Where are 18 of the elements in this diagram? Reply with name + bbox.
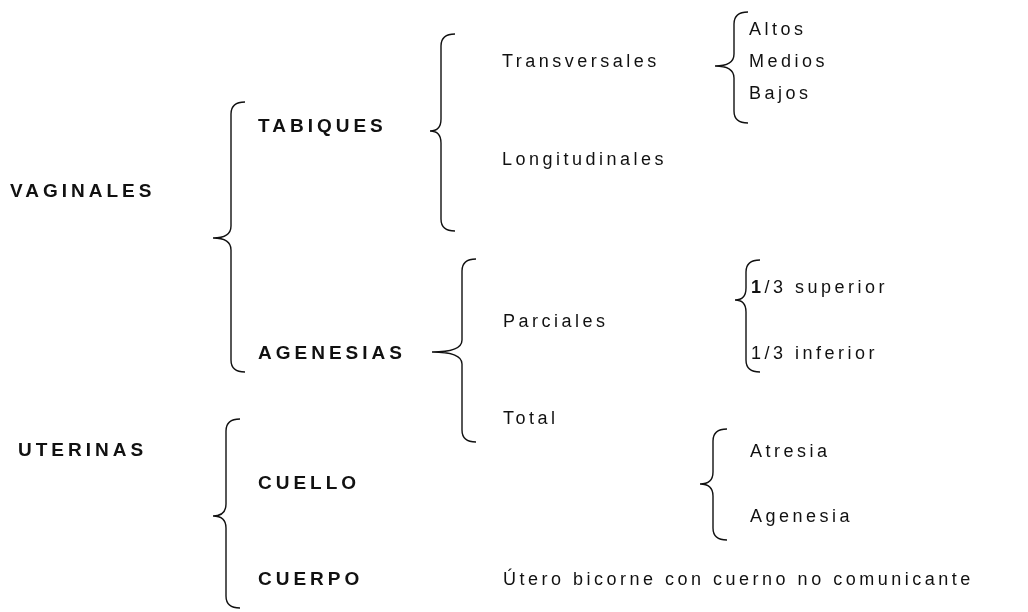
category-heading: VAGINALES [10, 180, 156, 202]
category-item: 1/3 superior [751, 276, 889, 298]
category-heading: CUELLO [258, 472, 361, 494]
category-item: Medios [749, 50, 829, 72]
category-item: Bajos [749, 82, 812, 104]
category-heading: TABIQUES [258, 115, 387, 137]
category-heading: UTERINAS [18, 439, 148, 461]
category-item: Transversales [502, 50, 660, 72]
category-item: Atresia [750, 440, 831, 462]
category-item: Agenesia [750, 505, 854, 527]
category-heading: AGENESIAS [258, 342, 406, 364]
category-heading: CUERPO [258, 568, 364, 590]
category-item: Total [503, 407, 559, 429]
category-item: Parciales [503, 310, 609, 332]
category-item: 1/3 inferior [751, 342, 879, 364]
category-item: Útero bicorne con cuerno no comunicante [503, 568, 974, 590]
category-item: Altos [749, 18, 807, 40]
category-item: Longitudinales [502, 148, 668, 170]
